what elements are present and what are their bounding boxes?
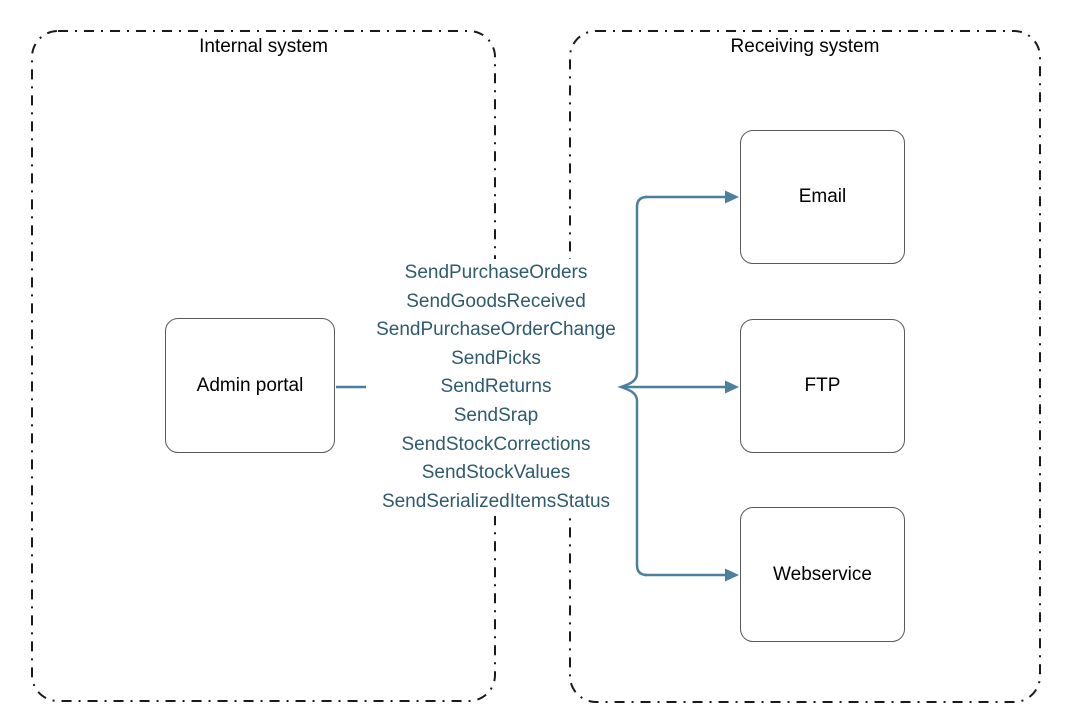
arrowhead-email: [725, 190, 739, 204]
node-email: Email: [740, 130, 905, 264]
arrowhead-ftp: [725, 380, 739, 394]
webservice-label: Webservice: [773, 563, 872, 585]
receiving-system-label: Receiving system: [730, 36, 880, 57]
message-item: SendReturns: [440, 376, 552, 398]
message-item: SendGoodsReceived: [406, 290, 586, 312]
message-item: SendPurchaseOrderChange: [376, 319, 616, 341]
admin-portal-label: Admin portal: [196, 374, 304, 396]
message-list: SendPurchaseOrders SendGoodsReceived Sen…: [360, 259, 632, 517]
message-item: SendSerializedItemsStatus: [381, 490, 611, 512]
message-item: SendStockValues: [421, 462, 571, 484]
message-item: SendSrap: [453, 404, 539, 426]
ftp-label: FTP: [804, 375, 841, 396]
message-item: SendStockCorrections: [401, 433, 591, 455]
node-ftp: FTP: [740, 319, 905, 453]
message-item: SendPicks: [451, 347, 541, 369]
node-admin-portal: Admin portal: [165, 318, 335, 453]
arrowhead-webservice: [725, 568, 739, 582]
email-label: Email: [798, 186, 847, 207]
node-webservice: Webservice: [740, 507, 905, 642]
internal-system-label: Internal system: [199, 36, 328, 57]
message-item: SendPurchaseOrders: [404, 262, 588, 283]
